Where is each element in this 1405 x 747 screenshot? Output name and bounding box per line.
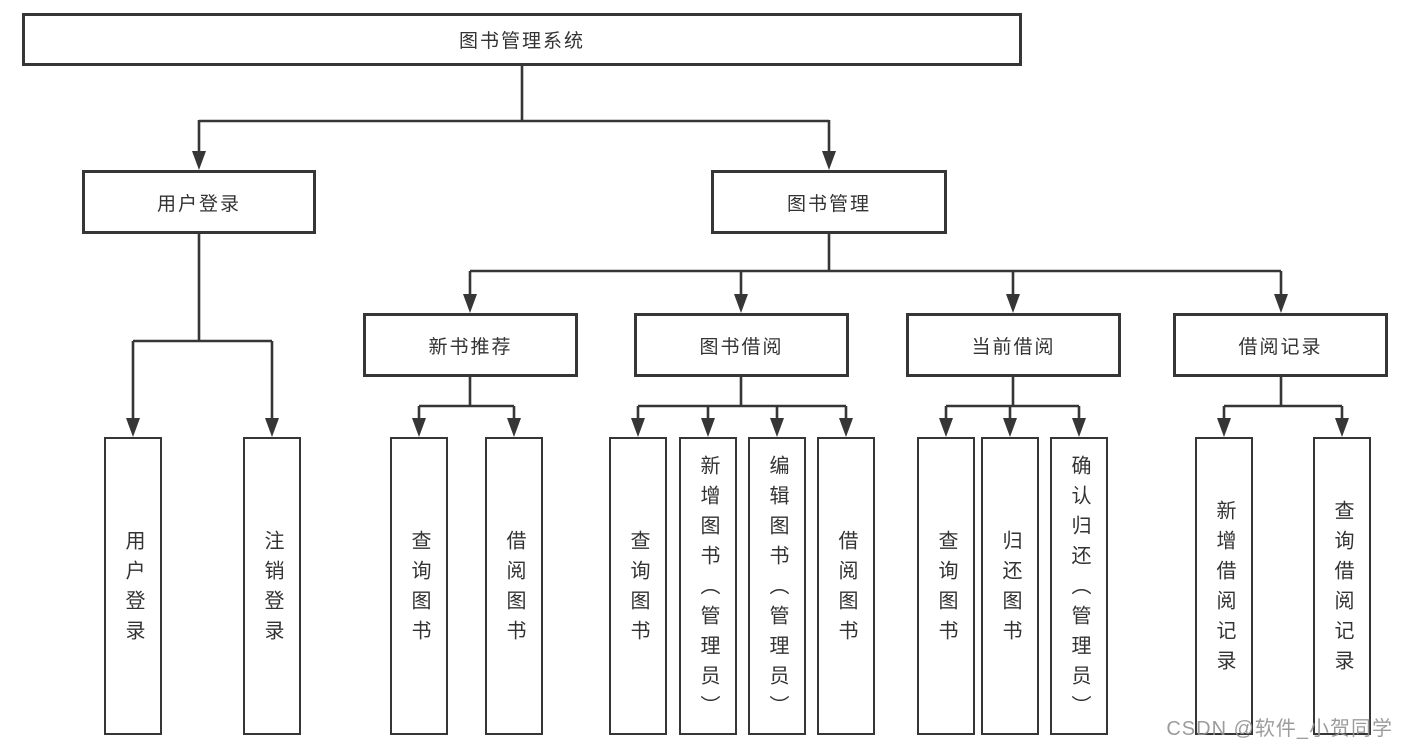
leaf-recommend-query-books-label: 查询图书	[408, 530, 430, 650]
leaf-return-books: 归还图书	[981, 437, 1039, 735]
arrowheads	[126, 151, 1349, 437]
connector-current-borrow-to-leaves	[944, 377, 1081, 420]
connector-new-books-to-leaves	[417, 377, 516, 420]
leaf-add-books-admin-label: 新增图书（管理员）	[697, 455, 719, 725]
leaf-user-login-label: 用户登录	[122, 530, 144, 650]
node-borrow-records-label: 借阅记录	[1238, 336, 1323, 358]
connector-root-to-level2	[197, 66, 831, 153]
leaf-logout: 注销登录	[243, 437, 301, 735]
node-current-borrow-label: 当前借阅	[971, 336, 1056, 358]
leaf-recommend-query-books: 查询图书	[390, 437, 448, 735]
leaf-confirm-return-admin-label: 确认归还（管理员）	[1068, 455, 1090, 725]
leaf-add-borrow-record-label: 新增借阅记录	[1213, 500, 1235, 680]
leaf-add-borrow-record: 新增借阅记录	[1195, 437, 1253, 735]
node-root: 图书管理系统	[22, 13, 1022, 66]
leaf-query-borrow-record: 查询借阅记录	[1313, 437, 1371, 735]
csdn-watermark: CSDN @软件_小贺同学	[1166, 718, 1393, 740]
leaf-borrow-books-label: 借阅图书	[835, 530, 857, 650]
node-user-login-label: 用户登录	[156, 193, 241, 215]
leaf-borrow-books: 借阅图书	[817, 437, 875, 735]
leaf-confirm-return-admin: 确认归还（管理员）	[1050, 437, 1108, 735]
connector-borrow-records-to-leaves	[1222, 377, 1344, 420]
node-book-management-label: 图书管理	[786, 193, 871, 215]
node-borrow-records: 借阅记录	[1173, 313, 1388, 377]
node-root-label: 图书管理系统	[458, 31, 585, 52]
leaf-logout-label: 注销登录	[261, 530, 283, 650]
connector-user-login-to-leaves	[131, 234, 274, 420]
node-new-book-recommend: 新书推荐	[363, 313, 578, 377]
leaf-edit-books-admin: 编辑图书（管理员）	[748, 437, 806, 735]
leaf-current-query-books-label: 查询图书	[935, 530, 957, 650]
node-book-borrow-label: 图书借阅	[699, 336, 784, 358]
leaf-borrow-query-books-label: 查询图书	[627, 530, 649, 650]
leaf-recommend-borrow-books-label: 借阅图书	[503, 530, 525, 650]
leaf-return-books-label: 归还图书	[999, 530, 1021, 650]
connector-book-borrow-to-leaves	[636, 377, 848, 420]
connector-book-mgmt-to-level3	[468, 234, 1283, 297]
node-book-borrow: 图书借阅	[634, 313, 849, 377]
leaf-borrow-query-books: 查询图书	[609, 437, 667, 735]
leaf-user-login: 用户登录	[104, 437, 162, 735]
node-new-book-recommend-label: 新书推荐	[428, 336, 513, 358]
node-book-management: 图书管理	[711, 170, 947, 234]
node-current-borrow: 当前借阅	[906, 313, 1121, 377]
leaf-current-query-books: 查询图书	[917, 437, 975, 735]
leaf-edit-books-admin-label: 编辑图书（管理员）	[766, 455, 788, 725]
leaf-recommend-borrow-books: 借阅图书	[485, 437, 543, 735]
node-user-login: 用户登录	[82, 170, 316, 234]
leaf-add-books-admin: 新增图书（管理员）	[679, 437, 737, 735]
leaf-query-borrow-record-label: 查询借阅记录	[1331, 500, 1353, 680]
